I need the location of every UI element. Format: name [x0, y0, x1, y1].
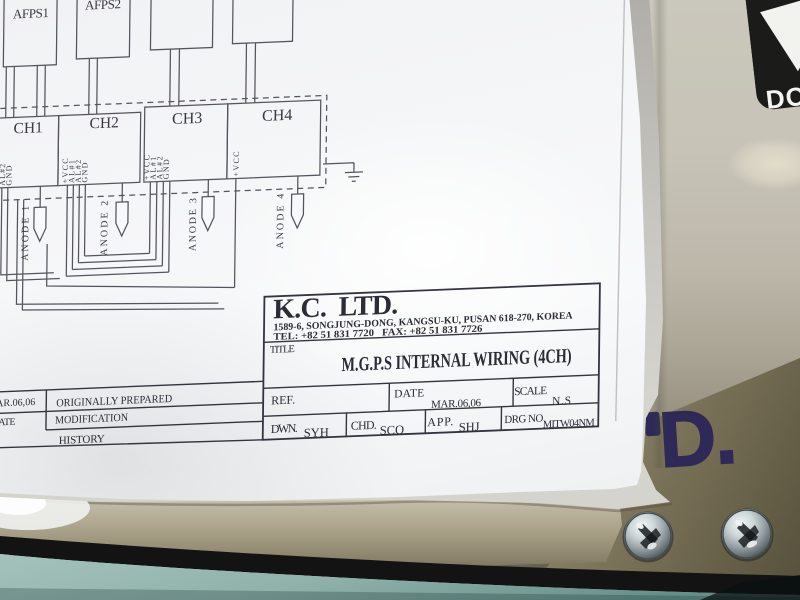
svg-text:MAR.06,06: MAR.06,06: [0, 397, 35, 410]
svg-text:+VCC: +VCC: [142, 155, 151, 180]
svg-text:ANODE 1: ANODE 1: [20, 206, 32, 261]
svg-text:SCALE: SCALE: [514, 385, 547, 398]
svg-text:REF.: REF.: [271, 393, 295, 408]
svg-text:CH3: CH3: [172, 110, 202, 128]
svg-text:DATE: DATE: [0, 417, 16, 429]
svg-text:TITLE: TITLE: [270, 344, 295, 356]
svg-text:CH1: CH1: [13, 119, 42, 137]
svg-text:APP.: APP.: [427, 414, 453, 429]
svg-text:ANODE 4: ANODE 4: [275, 193, 287, 248]
svg-text:GND: GND: [80, 162, 89, 183]
svg-text:GND: GND: [162, 159, 171, 180]
svg-text:HISTORY: HISTORY: [59, 433, 105, 447]
svg-text:AL#2: AL#2: [155, 156, 164, 179]
svg-text:AL#2: AL#2: [74, 160, 83, 183]
svg-text:GND: GND: [4, 165, 13, 186]
svg-text:DATE: DATE: [394, 387, 424, 400]
svg-text:K.C. LTD.: K.C. LTD.: [273, 289, 398, 325]
svg-text:ANODE 2: ANODE 2: [99, 200, 111, 255]
svg-text:CH4: CH4: [262, 107, 292, 125]
svg-text:ANODE 3: ANODE 3: [188, 198, 200, 251]
svg-text:CHD.: CHD.: [351, 418, 377, 433]
svg-text:N.S: N.S: [552, 395, 571, 408]
svg-text:SYH: SYH: [304, 425, 329, 440]
svg-text:DRG NO: DRG NO: [504, 413, 543, 427]
svg-text:SHJ: SHJ: [459, 420, 480, 435]
svg-text:SCO: SCO: [380, 423, 404, 438]
svg-text:+VCC: +VCC: [61, 158, 70, 183]
svg-text:CH2: CH2: [89, 114, 118, 132]
svg-text:MAR.06,06: MAR.06,06: [431, 397, 482, 411]
svg-text:AL#1: AL#1: [67, 160, 76, 183]
svg-text:AFPS1: AFPS1: [13, 5, 49, 21]
svg-text:+VCC: +VCC: [232, 151, 241, 176]
svg-text:AL#2: AL#2: [0, 164, 7, 186]
svg-text:M.G.P.S INTERNAL WIRING (4CH): M.G.P.S INTERNAL WIRING (4CH): [341, 345, 571, 376]
svg-text:MITW04NM: MITW04NM: [543, 417, 596, 430]
svg-text:MODIFICATION: MODIFICATION: [55, 412, 128, 427]
svg-text:AL#1: AL#1: [149, 157, 158, 180]
svg-text:DWN.: DWN.: [271, 421, 298, 436]
svg-text:ORIGINALLY PREPARED: ORIGINALLY PREPARED: [56, 393, 172, 410]
svg-text:AFPS2: AFPS2: [85, 0, 121, 13]
